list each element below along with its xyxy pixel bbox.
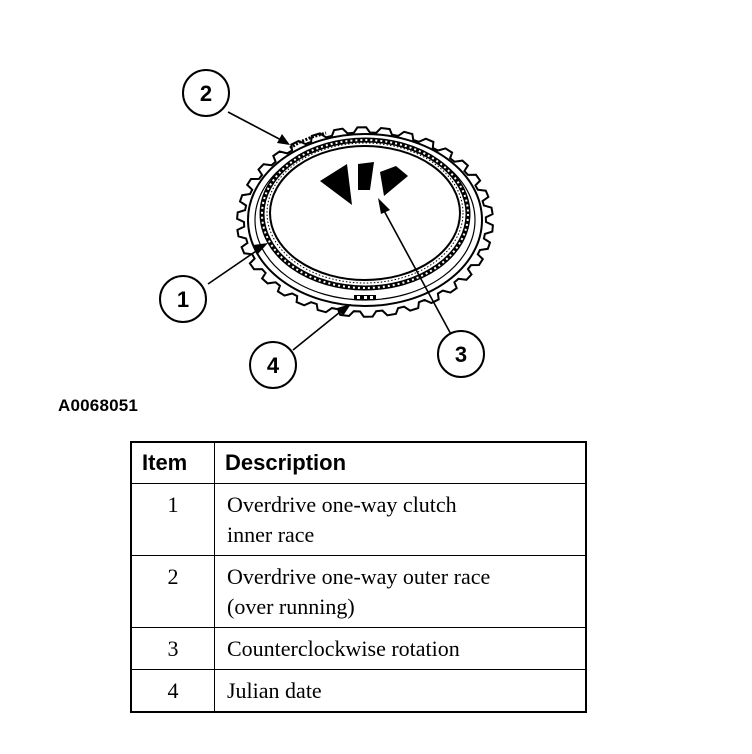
table-row: 1 Overdrive one-way clutch inner race (130, 483, 587, 556)
leader-arrowheads (253, 134, 390, 316)
callout-4: 4 (249, 341, 297, 389)
inner-race (259, 137, 471, 291)
description-line: (over running) (227, 594, 355, 619)
item-description: Overdrive one-way outer race (over runni… (214, 555, 587, 628)
table-row: 3 Counterclockwise rotation (130, 627, 587, 670)
item-number: 3 (130, 627, 215, 670)
description-line: inner race (227, 522, 315, 547)
callout-2: 2 (182, 69, 230, 117)
counterclockwise-arrow-icon (320, 162, 408, 205)
table-row: 4 Julian date (130, 669, 587, 713)
item-description: Overdrive one-way clutch inner race (214, 483, 587, 556)
description-line: Julian date (227, 678, 322, 703)
item-number: 1 (130, 483, 215, 556)
svg-text:3: 3 (455, 342, 467, 367)
clutch-race-diagram: 2 1 4 3 (159, 69, 494, 389)
callout-3: 3 (437, 330, 485, 378)
description-line: Counterclockwise rotation (227, 636, 460, 661)
description-line: Overdrive one-way outer race (227, 564, 491, 589)
item-description: Counterclockwise rotation (214, 627, 587, 670)
figure-id: A0068051 (58, 396, 139, 415)
part-marking (289, 131, 327, 150)
column-header-description: Description (214, 441, 587, 484)
legend-table: Item Description 1 Overdrive one-way clu… (130, 441, 587, 713)
table-row: 2 Overdrive one-way outer race (over run… (130, 555, 587, 628)
julian-date-stamp (354, 295, 376, 300)
item-number: 2 (130, 555, 215, 628)
column-header-item: Item (130, 441, 215, 484)
svg-text:1: 1 (177, 287, 189, 312)
svg-text:4: 4 (267, 353, 280, 378)
callout-1: 1 (159, 275, 207, 323)
item-description: Julian date (214, 669, 587, 713)
description-line: Overdrive one-way clutch (227, 492, 457, 517)
item-number: 4 (130, 669, 215, 713)
leader-lines (207, 111, 454, 351)
legend-header-row: Item Description (130, 441, 587, 484)
svg-text:2: 2 (200, 81, 212, 106)
